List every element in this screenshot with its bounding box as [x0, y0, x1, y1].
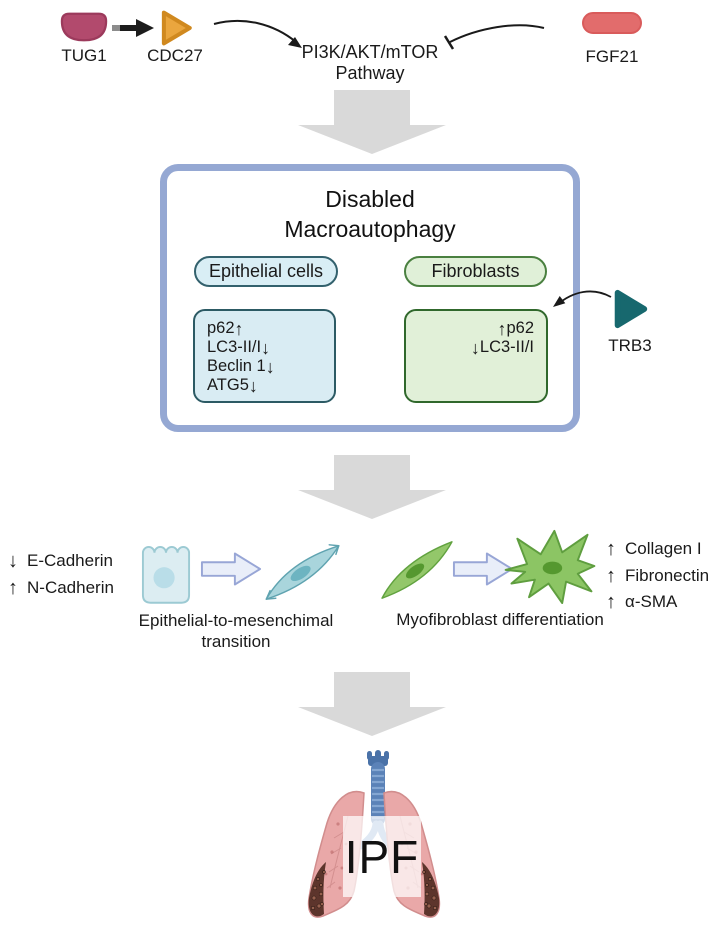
transition-arrow-icon	[452, 552, 514, 586]
marker-label: p62	[506, 319, 534, 337]
mesenchymal-cell-illustration	[265, 544, 340, 600]
marker-label: p62	[207, 319, 235, 337]
up-arrow-icon: ↑	[606, 591, 616, 614]
emt-caption-line2: transition	[201, 632, 271, 651]
myofibroblast-caption: Myofibroblast differentiation	[396, 610, 604, 629]
pathway-label-line1: PI3K/AKT/mTOR	[301, 42, 439, 62]
fibroblast-cell-illustration	[381, 541, 453, 599]
marker-p62: ↑p62	[406, 319, 534, 338]
cdc27-shape-icon	[161, 10, 192, 46]
down-flow-arrow-icon	[298, 455, 446, 519]
marker-beclin1: Beclin 1↓	[207, 357, 334, 376]
marker-label: α-SMA	[625, 592, 678, 612]
marker-label: LC3-II/I	[479, 338, 534, 356]
marker-lc3: LC3-II/I ↓	[207, 338, 334, 357]
myofibroblast-markers: ↑ Collagen I ↑ Fibronectin ↑ α-SMA	[606, 536, 709, 616]
inhibition-arrow-icon	[443, 24, 545, 50]
marker-atg5: ATG5↓	[207, 376, 334, 395]
fibroblast-markers-box: ↑p62 ↓LC3-II/I	[404, 309, 548, 403]
tug1-label: TUG1	[61, 46, 107, 65]
trb3-arrow-icon	[553, 290, 612, 307]
down-arrow-icon: ↓	[8, 549, 18, 572]
marker-label: E-Cadherin	[27, 550, 113, 570]
emt-caption: Epithelial-to-mesenchimal transition	[116, 610, 356, 652]
epithelial-markers-box: p62↑ LC3-II/I ↓ Beclin 1↓ ATG5↓	[193, 309, 336, 403]
ipf-label: IPF	[343, 816, 421, 897]
marker-lc3: ↓LC3-II/I	[406, 338, 534, 357]
up-arrow-icon: ↑	[497, 318, 507, 339]
macroautophagy-title-line2: Macroautophagy	[284, 216, 456, 242]
fgf21-label: FGF21	[585, 47, 639, 66]
epithelial-cells-pill: Epithelial cells	[194, 256, 338, 287]
cdc27-label: CDC27	[147, 46, 203, 65]
pathway-label: PI3K/AKT/mTOR Pathway	[296, 42, 444, 84]
marker-label: LC3-II/I	[207, 338, 262, 356]
trb3-shape-icon	[614, 289, 648, 329]
marker-e-cadherin: ↓ E-Cadherin	[8, 547, 114, 574]
marker-label: Fibronectin	[625, 565, 710, 585]
marker-fibronectin: ↑ Fibronectin	[606, 563, 709, 590]
marker-label: ATG5	[207, 376, 249, 394]
macroautophagy-title: Disabled Macroautophagy	[210, 184, 530, 244]
marker-label: Beclin 1	[207, 357, 266, 375]
pathway-label-line2: Pathway	[335, 63, 405, 83]
marker-label: N-Cadherin	[27, 577, 114, 597]
macroautophagy-title-line1: Disabled	[325, 186, 415, 212]
marker-n-cadherin: ↑ N-Cadherin	[8, 574, 114, 601]
emt-markers: ↓ E-Cadherin ↑ N-Cadherin	[8, 547, 114, 601]
down-arrow-icon: ↓	[261, 337, 271, 358]
up-arrow-icon: ↑	[8, 576, 18, 599]
epithelial-cell-illustration	[141, 546, 191, 604]
marker-p62: p62↑	[207, 319, 334, 338]
up-arrow-icon: ↑	[234, 318, 244, 339]
marker-asma: ↑ α-SMA	[606, 589, 709, 616]
trb3-label: TRB3	[608, 336, 652, 355]
up-arrow-icon: ↑	[606, 564, 616, 587]
down-flow-arrow-icon	[298, 90, 446, 154]
down-flow-arrow-icon	[298, 672, 446, 736]
down-arrow-icon: ↓	[265, 356, 275, 377]
up-arrow-icon: ↑	[606, 538, 616, 561]
fgf21-shape	[582, 12, 642, 34]
tug1-shape-icon	[60, 12, 108, 42]
marker-collagen: ↑ Collagen I	[606, 536, 709, 563]
fibroblasts-pill: Fibroblasts	[404, 256, 547, 287]
emt-caption-line1: Epithelial-to-mesenchimal	[138, 611, 334, 630]
activation-arrow-icon	[213, 19, 302, 48]
down-arrow-icon: ↓	[248, 375, 258, 396]
marker-label: Collagen I	[625, 539, 702, 559]
transition-arrow-icon	[200, 552, 262, 586]
down-arrow-icon: ↓	[470, 337, 480, 358]
myofibroblast-cell-illustration	[504, 529, 596, 605]
black-arrow-icon	[112, 19, 154, 37]
